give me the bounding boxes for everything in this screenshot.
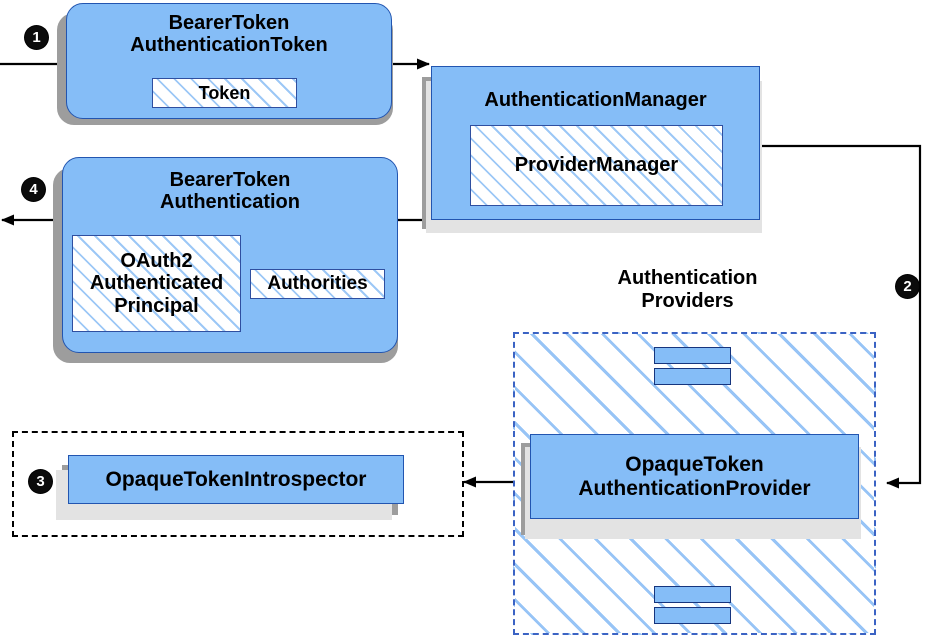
step-marker-1: 1	[25, 26, 48, 49]
oauth2-principal-line1: OAuth2	[120, 249, 193, 272]
opaque-token-authentication-provider-title-line1: OpaqueToken	[625, 452, 764, 476]
opaque-token-authentication-provider-node[interactable]: OpaqueToken AuthenticationProvider	[530, 434, 859, 519]
bearer-token-authentication-title-line1: BearerToken	[169, 169, 291, 191]
authentication-providers-group-label: Authentication Providers	[565, 267, 810, 313]
authentication-manager-title: AuthenticationManager	[484, 89, 707, 111]
provider-manager-inner-box[interactable]: ProviderManager	[470, 125, 723, 206]
bearer-token-authentication-title-line2: Authentication	[160, 191, 300, 214]
oauth2-authenticated-principal-box[interactable]: OAuth2 Authenticated Principal	[72, 235, 241, 332]
provider-manager-label: ProviderManager	[514, 154, 679, 177]
authentication-providers-label-line1: Authentication	[617, 267, 758, 289]
provider-bar-top-1	[654, 347, 731, 364]
oauth2-principal-line3: Principal	[114, 294, 199, 317]
token-inner-box[interactable]: Token	[152, 78, 297, 108]
authentication-providers-label-line2: Providers	[641, 290, 734, 312]
provider-bar-top-2	[654, 368, 731, 385]
opaque-token-authentication-provider-title-line2: AuthenticationProvider	[578, 476, 811, 500]
step-marker-3: 3	[29, 470, 52, 493]
step-marker-4: 4	[22, 178, 45, 201]
provider-bar-bottom-2	[654, 607, 731, 624]
authorities-box[interactable]: Authorities	[250, 269, 385, 299]
authorities-label: Authorities	[267, 273, 368, 295]
opaque-token-introspector-node[interactable]: OpaqueTokenIntrospector	[68, 455, 404, 504]
bearer-token-authentication-token-title-line2: AuthenticationToken	[130, 34, 328, 57]
step-marker-2: 2	[896, 275, 919, 298]
bearer-token-authentication-token-title-line1: BearerToken	[168, 12, 290, 34]
opaque-token-introspector-label: OpaqueTokenIntrospector	[105, 467, 367, 491]
oauth2-principal-line2: Authenticated	[89, 272, 224, 295]
provider-bar-bottom-1	[654, 586, 731, 603]
token-inner-label: Token	[198, 82, 251, 103]
